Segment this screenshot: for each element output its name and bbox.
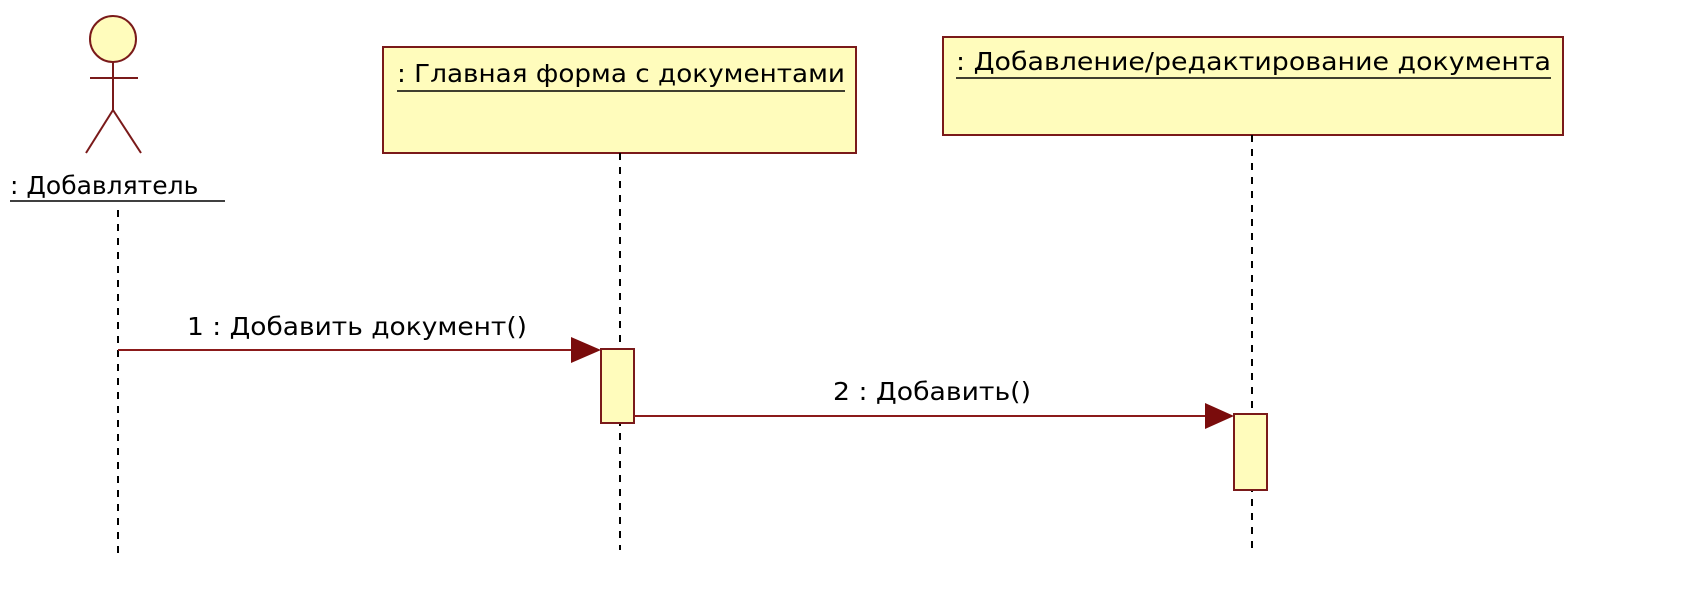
object-label-add-edit-form: : Добавление/редактирование документа bbox=[956, 47, 1551, 76]
message-1-label: 1 : Добавить документ() bbox=[187, 312, 527, 341]
actor-dobavlyatel: : Добавлятель bbox=[10, 15, 225, 202]
object-add-edit-form: : Добавление/редактирование документа bbox=[942, 36, 1564, 136]
message-2: 2 : Добавить() bbox=[634, 377, 1234, 429]
stick-figure-icon bbox=[85, 15, 142, 154]
message-1: 1 : Добавить документ() bbox=[118, 312, 601, 363]
object-main-form: : Главная форма с документами bbox=[382, 46, 857, 154]
message-2-label: 2 : Добавить() bbox=[833, 377, 1031, 406]
activation-add-edit-form bbox=[1233, 413, 1268, 491]
activation-main-form bbox=[600, 348, 635, 424]
object-box-main-form bbox=[382, 46, 857, 154]
object-label-main-form: : Главная форма с документами bbox=[397, 59, 845, 88]
message-2-arrowhead bbox=[1205, 403, 1234, 429]
actor-label: : Добавлятель bbox=[10, 171, 198, 200]
message-1-arrowhead bbox=[571, 337, 601, 363]
